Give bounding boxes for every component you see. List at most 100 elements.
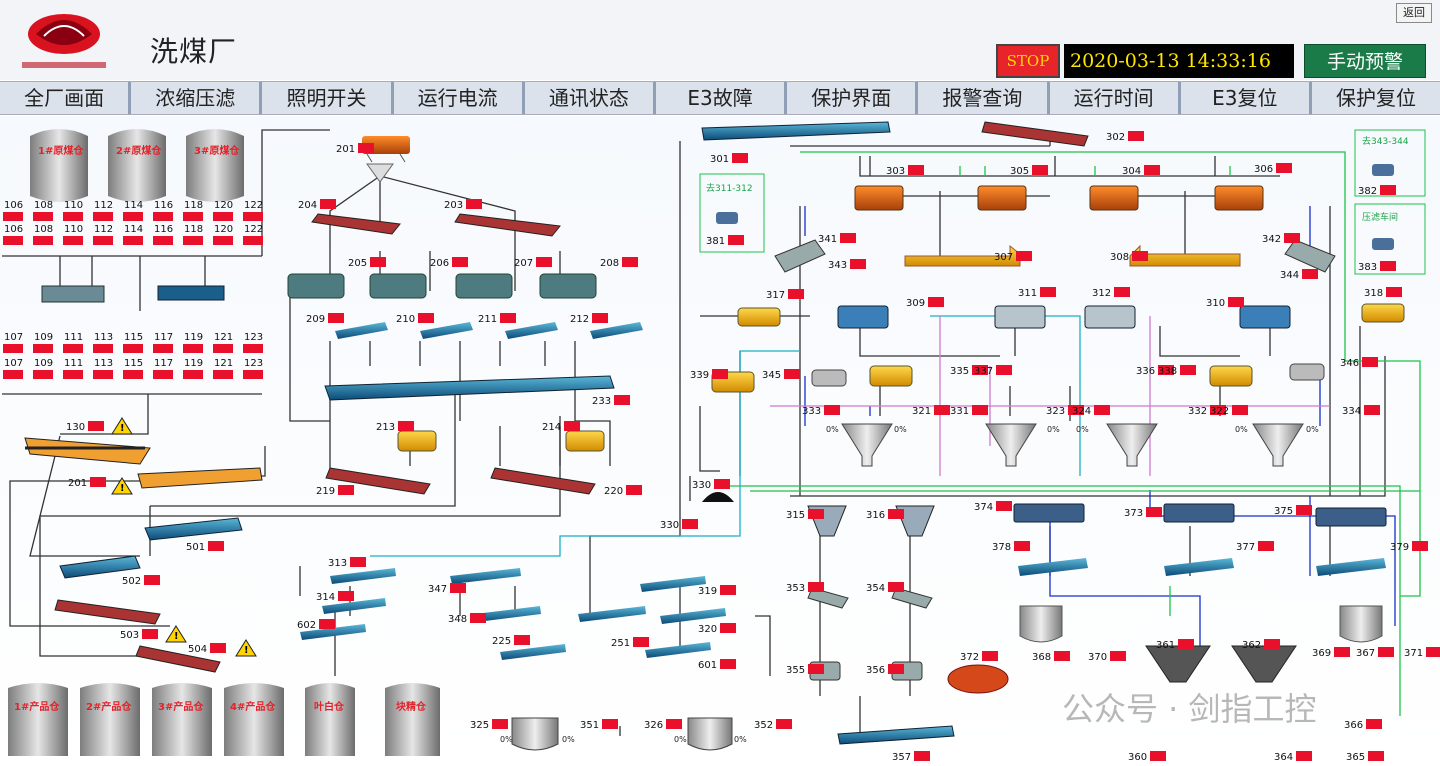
equipment-tag-354[interactable]: 354 bbox=[866, 582, 904, 594]
centrifuge-318[interactable] bbox=[1361, 303, 1405, 323]
status-block[interactable] bbox=[1264, 639, 1280, 649]
equipment-tag-203[interactable]: 203 bbox=[444, 199, 482, 211]
status-block[interactable] bbox=[1378, 647, 1394, 657]
status-block[interactable] bbox=[928, 297, 944, 307]
status-block[interactable] bbox=[338, 591, 354, 601]
equipment-tag-310[interactable]: 310 bbox=[1206, 297, 1244, 309]
status-block[interactable] bbox=[712, 369, 728, 379]
equipment-tag-347[interactable]: 347 bbox=[428, 583, 466, 595]
status-block[interactable] bbox=[850, 259, 866, 269]
equipment-tag-305[interactable]: 305 bbox=[1010, 165, 1048, 177]
status-block[interactable] bbox=[1128, 131, 1144, 141]
equipment-tag-356[interactable]: 356 bbox=[866, 664, 904, 676]
status-block[interactable] bbox=[720, 585, 736, 595]
status-block[interactable] bbox=[840, 233, 856, 243]
equipment-tag-375[interactable]: 375 bbox=[1274, 505, 1312, 517]
pump-382[interactable] bbox=[1372, 164, 1394, 176]
conveyor-502[interactable] bbox=[59, 555, 141, 579]
status-block[interactable] bbox=[1040, 287, 1056, 297]
equipment-tag-302[interactable]: 302 bbox=[1106, 131, 1144, 143]
status-block[interactable] bbox=[243, 212, 263, 221]
equipment-tag-378[interactable]: 378 bbox=[992, 541, 1030, 553]
equipment-tag-502[interactable]: 502 bbox=[122, 575, 160, 587]
equipment-tag-383[interactable]: 383 bbox=[1358, 261, 1396, 273]
equipment-tag-319[interactable]: 319 bbox=[698, 585, 736, 597]
equipment-tag-320[interactable]: 320 bbox=[698, 623, 736, 635]
status-block[interactable] bbox=[3, 212, 23, 221]
status-block[interactable] bbox=[93, 212, 113, 221]
equipment-tag-130[interactable]: 130 bbox=[66, 421, 104, 433]
status-block[interactable] bbox=[788, 289, 804, 299]
equipment-tag-503[interactable]: 503 bbox=[120, 629, 158, 641]
equipment-tag-377[interactable]: 377 bbox=[1236, 541, 1274, 553]
equipment-tag-316[interactable]: 316 bbox=[866, 509, 904, 521]
status-block[interactable] bbox=[338, 485, 354, 495]
status-block[interactable] bbox=[142, 629, 158, 639]
status-block[interactable] bbox=[90, 477, 106, 487]
equipment-tag-336[interactable]: 336 bbox=[1136, 365, 1174, 377]
status-block[interactable] bbox=[183, 236, 203, 245]
status-block[interactable] bbox=[153, 344, 173, 353]
equipment-tag-341[interactable]: 341 bbox=[818, 233, 856, 245]
status-block[interactable] bbox=[934, 405, 950, 415]
equipment-tag-326[interactable]: 326 bbox=[644, 719, 682, 731]
status-block[interactable] bbox=[452, 257, 468, 267]
equipment-tag-372[interactable]: 372 bbox=[960, 651, 998, 663]
equipment-tag-208[interactable]: 208 bbox=[600, 257, 638, 269]
equipment-tag-332[interactable]: 332 bbox=[1188, 405, 1226, 417]
status-block[interactable] bbox=[784, 369, 800, 379]
equipment-tag-324[interactable]: 324 bbox=[1072, 405, 1110, 417]
equipment-tag-360[interactable]: 360 bbox=[1128, 751, 1166, 763]
status-block[interactable] bbox=[3, 236, 23, 245]
conveyor-233[interactable] bbox=[324, 375, 615, 401]
status-block[interactable] bbox=[1426, 647, 1440, 657]
equipment-tag-345[interactable]: 345 bbox=[762, 369, 800, 381]
equipment-tag-353[interactable]: 353 bbox=[786, 582, 824, 594]
equipment-tag-201[interactable]: 201 bbox=[68, 477, 106, 489]
conveyor-203[interactable] bbox=[454, 213, 561, 237]
status-block[interactable] bbox=[492, 719, 508, 729]
status-block[interactable] bbox=[210, 643, 226, 653]
status-block[interactable] bbox=[614, 395, 630, 405]
status-block[interactable] bbox=[536, 257, 552, 267]
status-block[interactable] bbox=[1016, 251, 1032, 261]
status-block[interactable] bbox=[1014, 541, 1030, 551]
equipment-tag-219[interactable]: 219 bbox=[316, 485, 354, 497]
equipment-tag-338[interactable]: 338 bbox=[1158, 365, 1196, 377]
rotary-372[interactable] bbox=[947, 664, 1009, 694]
status-block[interactable] bbox=[63, 344, 83, 353]
equipment-tag-381[interactable]: 381 bbox=[706, 235, 744, 247]
equipment-tag-335[interactable]: 335 bbox=[950, 365, 988, 377]
status-block[interactable] bbox=[1054, 651, 1070, 661]
status-block[interactable] bbox=[1296, 505, 1312, 515]
status-block[interactable] bbox=[450, 583, 466, 593]
status-block[interactable] bbox=[1144, 165, 1160, 175]
status-block[interactable] bbox=[1380, 185, 1396, 195]
equipment-tag-314[interactable]: 314 bbox=[316, 591, 354, 603]
status-block[interactable] bbox=[602, 719, 618, 729]
status-block[interactable] bbox=[213, 236, 233, 245]
status-block[interactable] bbox=[1110, 651, 1126, 661]
status-block[interactable] bbox=[123, 344, 143, 353]
equipment-tag-357[interactable]: 357 bbox=[892, 751, 930, 763]
status-block[interactable] bbox=[33, 236, 53, 245]
equipment-tag-225[interactable]: 225 bbox=[492, 635, 530, 647]
status-block[interactable] bbox=[720, 659, 736, 669]
equipment-tag-313[interactable]: 313 bbox=[328, 557, 366, 569]
status-block[interactable] bbox=[996, 365, 1012, 375]
status-block[interactable] bbox=[514, 635, 530, 645]
status-block[interactable] bbox=[208, 541, 224, 551]
pump-381[interactable] bbox=[716, 212, 738, 224]
conveyor-301[interactable] bbox=[701, 121, 891, 141]
equipment-tag-205[interactable]: 205 bbox=[348, 257, 386, 269]
equipment-tag-233[interactable]: 233 bbox=[592, 395, 630, 407]
status-block[interactable] bbox=[682, 519, 698, 529]
status-block[interactable] bbox=[213, 370, 233, 379]
equipment-tag-209[interactable]: 209 bbox=[306, 313, 344, 325]
equipment-tag-355[interactable]: 355 bbox=[786, 664, 824, 676]
equipment-tag-251[interactable]: 251 bbox=[611, 637, 649, 649]
status-block[interactable] bbox=[153, 236, 173, 245]
nav-lighting-switch[interactable]: 照明开关 bbox=[262, 82, 394, 114]
pump-383[interactable] bbox=[1372, 238, 1394, 250]
status-block[interactable] bbox=[398, 421, 414, 431]
